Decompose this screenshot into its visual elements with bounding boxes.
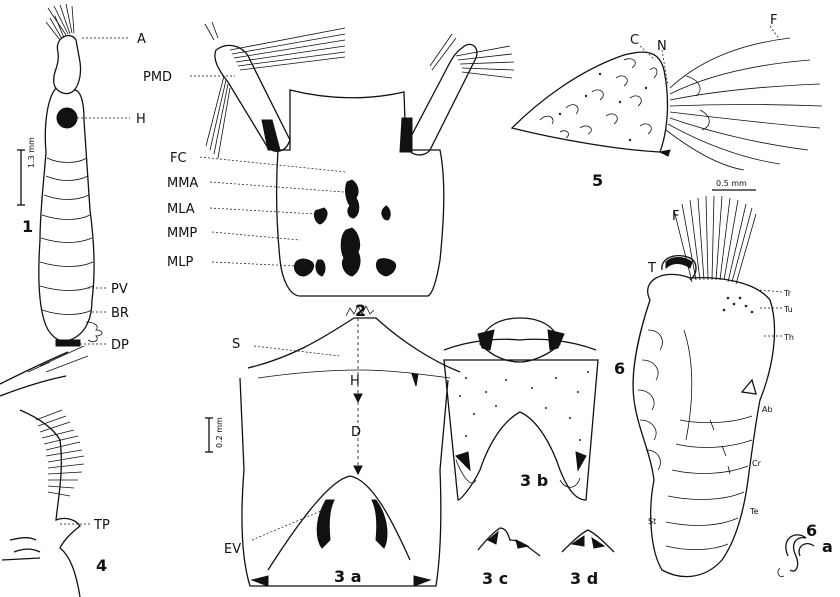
figure-number-4: 4 — [96, 556, 107, 575]
label-T: T — [647, 261, 656, 276]
label-F: F — [770, 13, 777, 28]
panel-3d: 3 d — [570, 569, 598, 588]
figure-number-1: 1 — [22, 217, 33, 236]
figure-5-case: C N F 5 — [512, 13, 822, 190]
pupa-body — [633, 274, 774, 576]
label-Th: Th — [783, 333, 794, 342]
figure-2-head: PMD FC MMA MLA MMP MLP 2 — [143, 22, 514, 320]
label-FC: FC — [170, 151, 187, 166]
label-MLA: MLA — [167, 202, 195, 217]
larva-segments — [40, 158, 93, 315]
plate-3b-stipple — [459, 371, 589, 441]
scale-label-6: 0.5 mm — [716, 179, 747, 188]
larva-posterior-disc — [56, 340, 80, 346]
label-MLP: MLP — [167, 255, 193, 270]
label-F-pupa: F — [672, 209, 679, 224]
label-Te: Te — [749, 507, 759, 516]
label-Tu: Tu — [783, 305, 793, 314]
case-texture — [540, 59, 657, 141]
label-D: D — [351, 425, 361, 440]
label-PMD: PMD — [143, 70, 172, 85]
pupa-filaments — [674, 196, 756, 284]
premandible-left — [215, 45, 290, 151]
pupa-thorax-dots — [723, 297, 754, 314]
label-Cr: Cr — [752, 459, 762, 468]
case-filaments — [666, 38, 822, 170]
figure-1-larva: A H PV BR DP 1 1.3 mm — [17, 4, 146, 353]
figure-number-6: 6 — [614, 359, 625, 378]
figure-6-pupa: 0.5 mm F T Tr Tu — [614, 179, 794, 577]
antenna-tuft — [46, 4, 74, 40]
larva-eye-spot — [57, 108, 77, 128]
panel-3c: 3 c — [482, 569, 508, 588]
label-H: H — [136, 112, 146, 127]
label-DP: DP — [111, 338, 129, 353]
label-PV: PV — [111, 282, 128, 297]
label-S: S — [232, 337, 240, 352]
label-Tr: Tr — [783, 289, 792, 298]
figure-6a-hooks: 6 a — [778, 521, 833, 576]
pupa-abdomen-segments — [666, 416, 752, 550]
label-EV: EV — [224, 542, 241, 557]
panel-3b: 3 b — [520, 471, 548, 490]
figure-3c: 3 c — [478, 528, 540, 588]
label-TP: TP — [93, 518, 110, 533]
mentum-plate — [240, 378, 448, 586]
case-outline — [512, 52, 667, 152]
label-St: St — [648, 517, 656, 526]
muscle-scars — [294, 180, 395, 276]
label-Ab: Ab — [762, 405, 773, 414]
premandible-right-bristles — [430, 34, 514, 78]
figure-3a-mentum: S H D EV 3 a 0.2 mm — [205, 306, 460, 586]
label-MMP: MMP — [167, 226, 197, 241]
label-MMA: MMA — [167, 176, 198, 191]
figure-number-6a: 6 — [806, 521, 817, 540]
larva-posterior-gills — [86, 322, 102, 342]
figure-4-mandible: TP 4 — [0, 346, 110, 597]
label-A: A — [137, 32, 146, 47]
label-N: N — [657, 39, 667, 54]
figure-letter-6a: a — [822, 537, 833, 556]
figure-3d: 3 d — [562, 530, 614, 588]
label-BR: BR — [111, 306, 129, 321]
figure-number-5: 5 — [592, 171, 603, 190]
premandible-right — [406, 44, 477, 155]
larva-head — [54, 36, 81, 94]
label-C: C — [630, 33, 639, 48]
scale-label-3: 0.2 mm — [215, 417, 224, 448]
label-H-mentum: H — [350, 374, 360, 389]
panel-3a: 3 a — [334, 567, 362, 586]
figure-3b: 3 b — [444, 318, 598, 500]
scale-label-1: 1.3 mm — [27, 137, 36, 168]
